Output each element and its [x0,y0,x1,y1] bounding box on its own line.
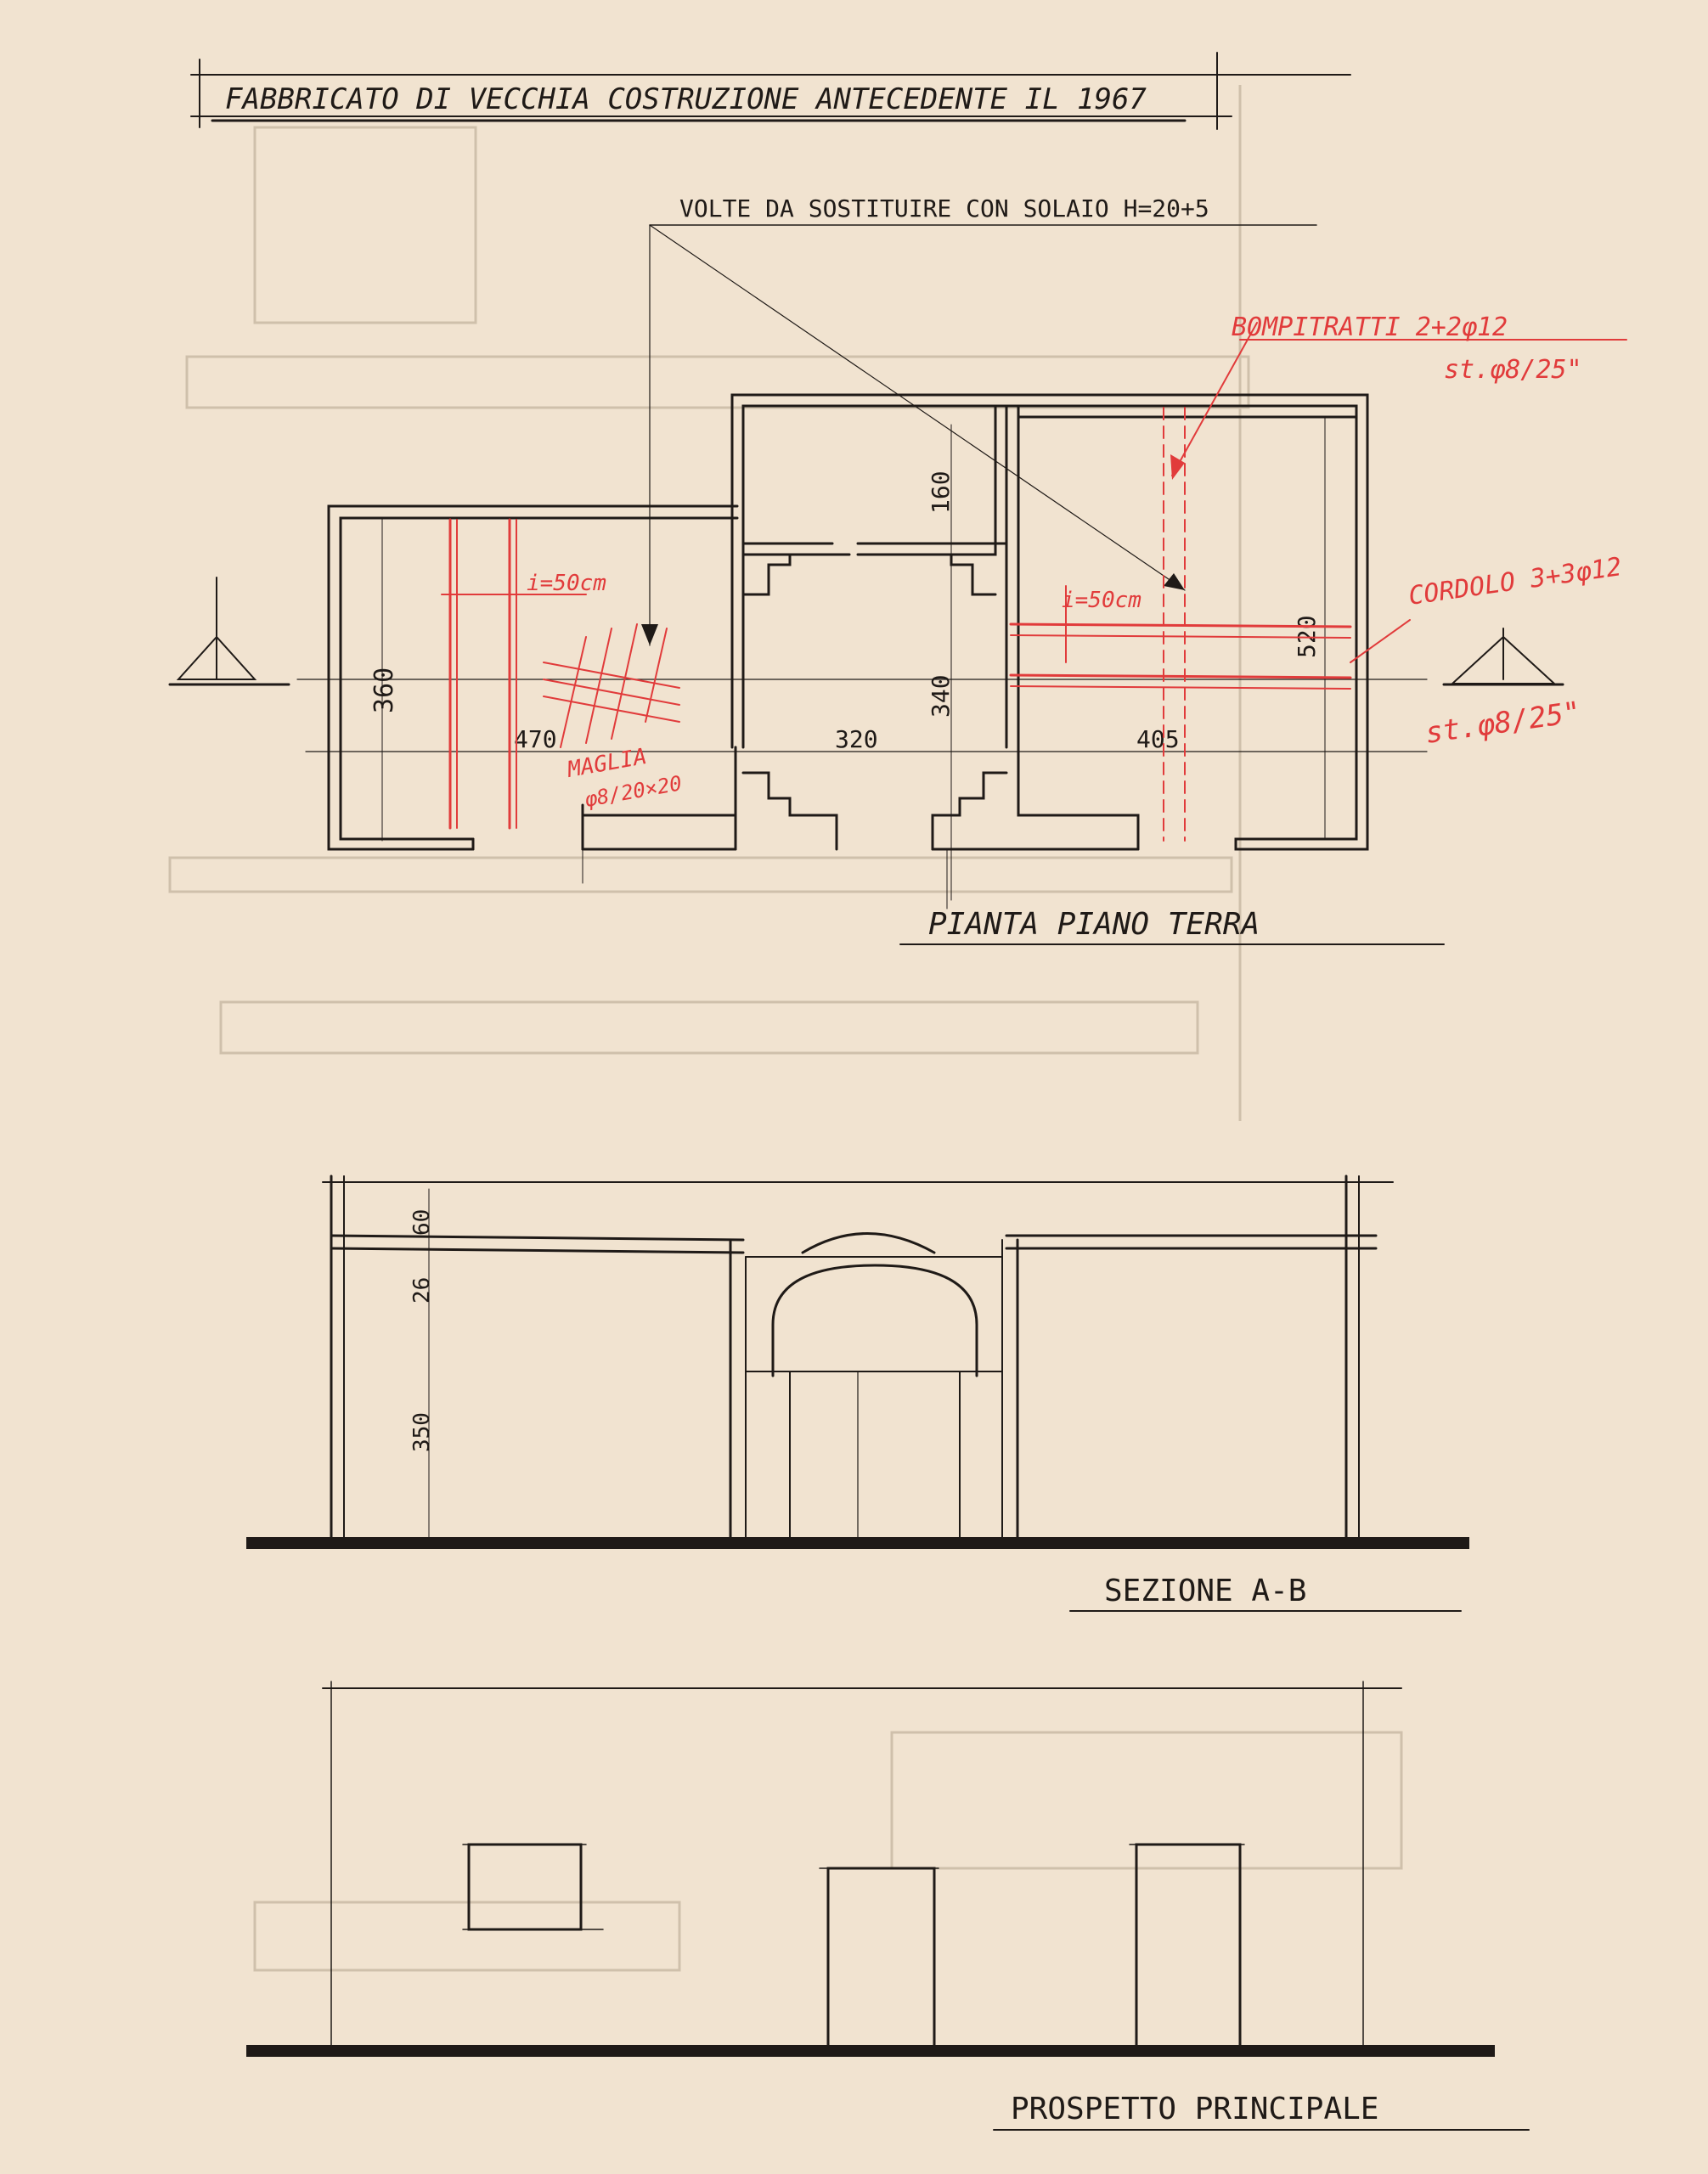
elevation-ground-line [246,2045,1495,2057]
title-block: FABBRICATO DI VECCHIA COSTRUZIONE ANTECE… [190,52,1351,130]
dim-160: 160 [927,470,955,514]
elevation-main: PROSPETTO PRINCIPALE [246,1681,1530,2131]
note-i50-right: i=50cm [1062,588,1141,613]
note-cordolo-2: st.φ8/25" [1423,696,1583,751]
dim-340: 340 [927,674,955,718]
note-i50-left: i=50cm [527,571,606,596]
note-volte: VOLTE DA SOSTITUIRE CON SOLAIO H=20+5 [679,194,1209,222]
section-marker-a [168,577,290,686]
dim-320: 320 [835,725,878,753]
note-maglia-1: MAGLIA [565,744,649,783]
dim-470: 470 [514,725,557,753]
rebar-redlines [441,322,1627,842]
dim-405: 405 [1136,725,1180,753]
section-ground-line [246,1537,1469,1549]
ground-floor-plan: 360 470 320 340 160 520 405 VOLTE DA SOS… [168,194,1627,945]
dim-350: 350 [409,1412,435,1452]
note-cordolo-1: CORDOLO 3+3φ12 [1406,552,1623,611]
dim-360: 360 [369,667,399,713]
dim-60: 60 [409,1209,435,1236]
section-marker-b [1442,628,1564,686]
section-ab: 60 26 350 SEZIONE A-B [246,1174,1469,1612]
paper-show-through [168,85,1403,1972]
note-bompitratti-2: st.φ8/25" [1444,355,1582,385]
sheet-title: FABBRICATO DI VECCHIA COSTRUZIONE ANTECE… [225,82,1147,116]
elevation-title: PROSPETTO PRINCIPALE [1011,2092,1378,2126]
plan-construction-lines [296,416,1428,910]
dim-26: 26 [409,1277,435,1304]
plan-walls [327,393,1369,851]
note-bompitratti-1: BOMPITRATTI 2+2φ12 [1232,313,1508,342]
section-title: SEZIONE A-B [1104,1574,1306,1608]
plan-title: PIANTA PIANO TERRA [928,907,1260,942]
